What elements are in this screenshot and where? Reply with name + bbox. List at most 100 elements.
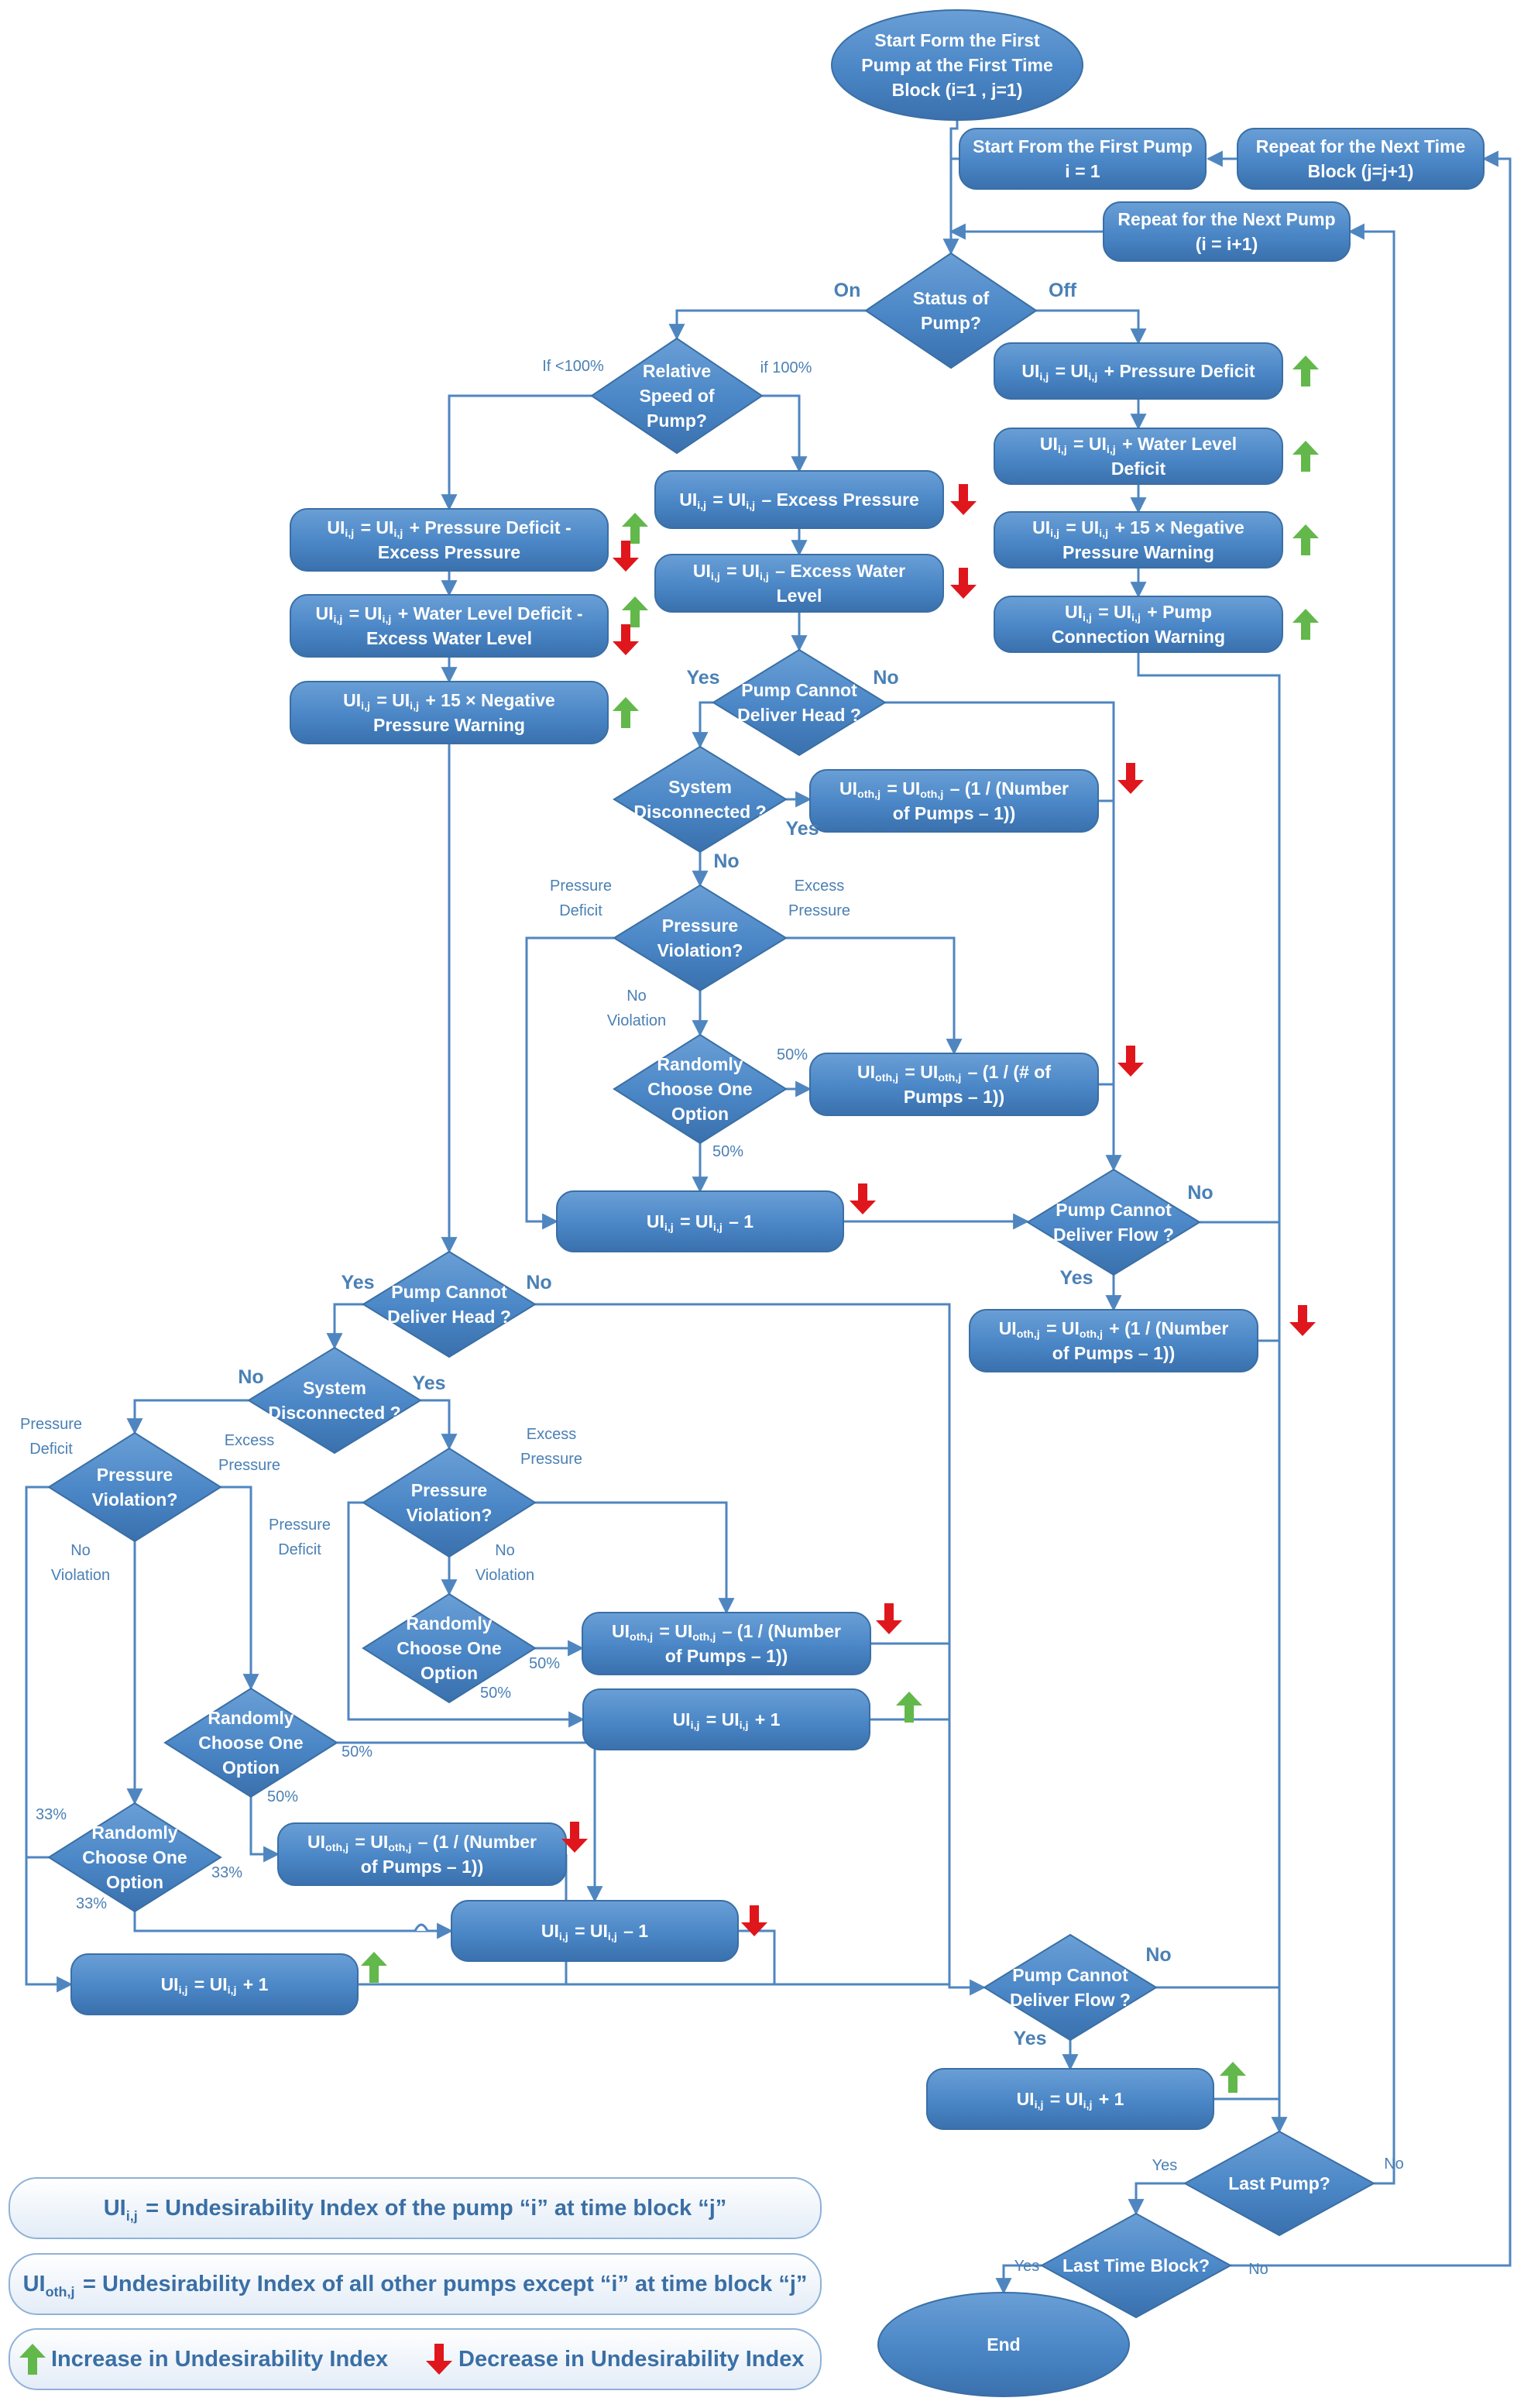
connector-6 bbox=[1036, 309, 1147, 345]
connector-23 bbox=[786, 936, 963, 1056]
edge-label-no-text: No bbox=[1248, 2261, 1268, 2278]
relative-speed-decision-text: Relative bbox=[643, 361, 711, 381]
off-negative-pressure-box-text: UIi,j = UIi,j + 15 × Negative bbox=[1032, 517, 1244, 540]
edge-label-no: No bbox=[526, 1272, 551, 1293]
last-pump-decision: Last Pump? bbox=[1183, 2130, 1376, 2237]
edge-label-yes: Yes bbox=[1014, 2258, 1040, 2275]
off-pump-connection-box-text: Connection Warning bbox=[1052, 627, 1225, 647]
other-pumps-increase-box-text: of Pumps – 1)) bbox=[1052, 1343, 1175, 1363]
connector-38 bbox=[25, 1486, 74, 1993]
up-arrow-icon bbox=[1292, 609, 1319, 640]
edge-label-yes-text: Yes bbox=[412, 1372, 445, 1394]
last-time-block-decision-text: Last Time Block? bbox=[1062, 2255, 1210, 2276]
off-water-level-box-text: UIi,j = UIi,j + Water Level bbox=[1040, 434, 1237, 456]
system-disconnected-decision-2-text: System bbox=[303, 1378, 366, 1398]
up-arrow-icon bbox=[622, 513, 648, 544]
end-node: End bbox=[877, 2292, 1130, 2397]
edge-label-yes: Yes bbox=[1013, 2028, 1046, 2049]
edge-label-50: 50% bbox=[777, 1046, 808, 1063]
legend-uioth-definition: UIoth,j = Undesirability Index of all ot… bbox=[9, 2253, 822, 2315]
edge-label-lt100-text: If <100% bbox=[542, 358, 604, 375]
random-choice-decision-3-text: Option bbox=[222, 1757, 280, 1778]
connector-49 bbox=[133, 1912, 454, 1939]
edge-label-yes: Yes bbox=[412, 1372, 445, 1394]
partial-water-level-box-text: UIi,j = UIi,j + Water Level Deficit - bbox=[315, 603, 582, 626]
system-disconnected-decision-1-text: System bbox=[668, 777, 732, 797]
pressure-violation-decision-3-text: Pressure bbox=[411, 1480, 487, 1500]
edge-label-50: 50% bbox=[267, 1788, 298, 1805]
ui-plus-one-box-2: UIi,j = UIi,j + 1 bbox=[70, 1953, 359, 2015]
edge-label-33: 33% bbox=[76, 1895, 107, 1912]
edge-label-eq100: if 100% bbox=[760, 359, 812, 376]
repeat-pump-box-text: (i = i+1) bbox=[1196, 234, 1258, 254]
edge-label-50-text: 50% bbox=[480, 1685, 511, 1702]
edge-label-excess-pressure-text: Excess bbox=[527, 1426, 576, 1443]
edge-label-33: 33% bbox=[211, 1864, 242, 1881]
edge-label-on: On bbox=[834, 280, 861, 301]
edge-label-50: 50% bbox=[480, 1685, 511, 1702]
ui-plus-one-box-2-text: UIi,j = UIi,j + 1 bbox=[161, 1974, 269, 1997]
edge-label-50-text: 50% bbox=[712, 1143, 743, 1160]
start-first-pump-box-text: i = 1 bbox=[1065, 161, 1100, 181]
random-choice-decision-1-text: Choose One bbox=[647, 1079, 752, 1099]
start-first-pump-box-text: Start From the First Pump bbox=[973, 136, 1193, 156]
edge-label-no-violation-text: No bbox=[495, 1542, 515, 1559]
partial-water-level-box-text: Excess Water Level bbox=[366, 628, 532, 648]
pump-cannot-deliver-flow-decision-2-text: Deliver Flow ? bbox=[1010, 1990, 1131, 2010]
ui-minus-one-box-1-text: UIi,j = UIi,j – 1 bbox=[647, 1211, 753, 1234]
down-arrow-icon bbox=[426, 2344, 452, 2375]
edge-label-yes: Yes bbox=[686, 667, 719, 689]
edge-label-no-violation-text: Violation bbox=[607, 1012, 666, 1029]
edge-label-excess-pressure-text: Pressure bbox=[520, 1451, 582, 1468]
full-excess-pressure-box-text: UIi,j = UIi,j – Excess Pressure bbox=[679, 490, 919, 512]
pump-cannot-deliver-head-decision-1-text: Deliver Head ? bbox=[737, 705, 861, 725]
down-arrow-icon bbox=[876, 1603, 902, 1634]
random-choice-decision-2-text: Option bbox=[421, 1663, 478, 1683]
down-arrow-icon bbox=[850, 1183, 876, 1214]
other-pumps-decrease-box-1-text: of Pumps – 1)) bbox=[893, 803, 1015, 823]
repeat-pump-box: Repeat for the Next Pump(i = i+1) bbox=[1103, 201, 1351, 262]
edge-label-no-text: No bbox=[1145, 1944, 1171, 1966]
edge-label-eq100-text: if 100% bbox=[760, 359, 812, 376]
edge-label-33-text: 33% bbox=[211, 1864, 242, 1881]
edge-label-no: No bbox=[1187, 1182, 1213, 1204]
legend-ui-definition: UIi,j = Undesirability Index of the pump… bbox=[9, 2177, 822, 2239]
connector-41 bbox=[535, 1501, 735, 1615]
edge-label-on-text: On bbox=[834, 280, 861, 301]
connector-47 bbox=[249, 1797, 280, 1863]
connector-5 bbox=[668, 309, 866, 341]
change-indicators bbox=[361, 356, 1319, 2093]
connector-19 bbox=[885, 701, 1122, 1172]
random-choice-decision-1-text: Option bbox=[671, 1104, 729, 1124]
edge-label-no-violation-text: Violation bbox=[475, 1567, 534, 1584]
connector-11 bbox=[441, 394, 592, 511]
other-pumps-decrease-box-2-text: Pumps – 1)) bbox=[904, 1087, 1004, 1107]
up-arrow-icon bbox=[1292, 356, 1319, 386]
edge-label-50: 50% bbox=[342, 1743, 372, 1760]
connector-58 bbox=[1347, 223, 1395, 2185]
off-pressure-deficit-box-text: UIi,j = UIi,j + Pressure Deficit bbox=[1021, 361, 1255, 383]
other-pumps-decrease-box-3-text: of Pumps – 1)) bbox=[665, 1646, 788, 1666]
ui-minus-one-box-2: UIi,j = UIi,j – 1 bbox=[451, 1900, 739, 1962]
system-disconnected-decision-1-text: Disconnected ? bbox=[633, 802, 766, 822]
edge-label-no-violation-text: No bbox=[70, 1542, 91, 1559]
up-arrow-icon bbox=[1220, 2062, 1246, 2093]
legend-decrease-label: Decrease in Undesirability Index bbox=[458, 2347, 804, 2372]
down-arrow-icon bbox=[1289, 1305, 1316, 1336]
edge-label-50-text: 50% bbox=[529, 1655, 560, 1672]
edge-label-excess-pressure-text: Pressure bbox=[218, 1457, 280, 1474]
down-arrow-icon bbox=[1117, 763, 1144, 794]
pump-cannot-deliver-head-decision-2-text: Pump Cannot bbox=[391, 1282, 507, 1302]
